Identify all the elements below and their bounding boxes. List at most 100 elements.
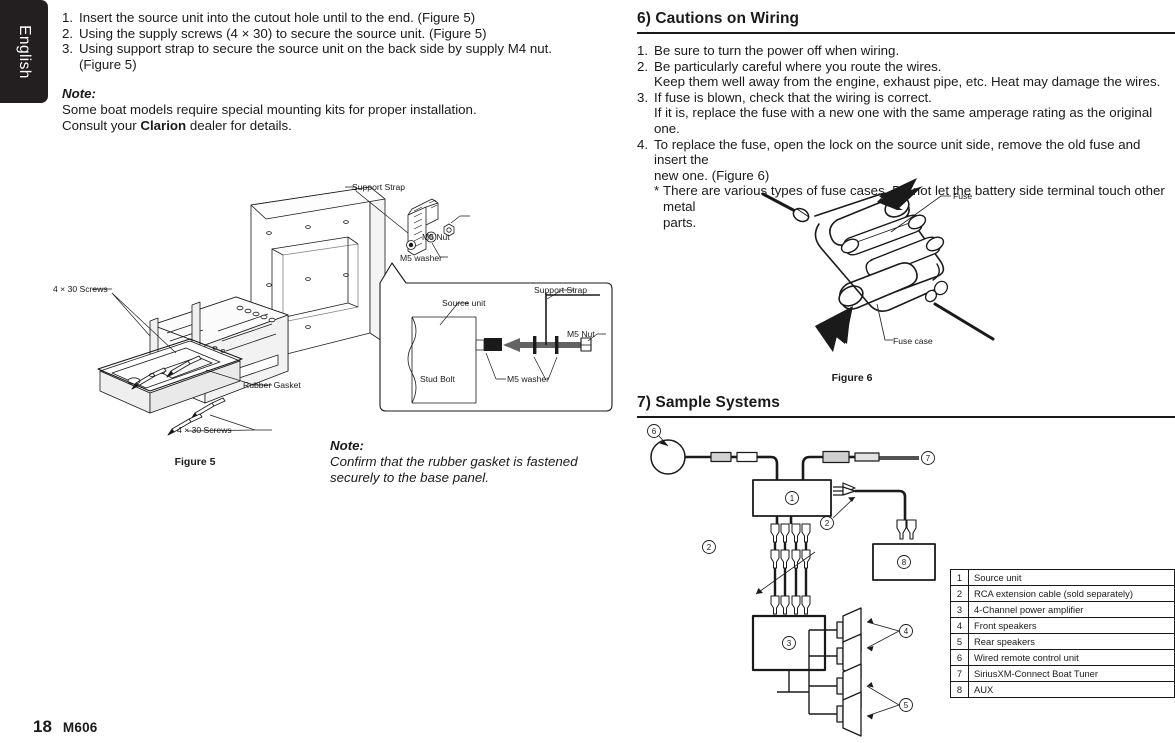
svg-text:4: 4 — [904, 627, 909, 636]
cautions-list: 1. Be sure to turn the power off when wi… — [637, 43, 1175, 74]
part-name: RCA extension cable (sold separately) — [968, 585, 1175, 602]
svg-text:2: 2 — [825, 519, 830, 528]
figure5-label-m5-washer-top: M5 washer — [400, 253, 443, 263]
step-text: Insert the source unit into the cutout h… — [79, 10, 476, 25]
left-column: 1. Insert the source unit into the cutou… — [62, 10, 607, 134]
figure6-label-fuse: Fuse — [953, 191, 973, 201]
mounting-note-line-2: Consult your Clarion dealer for details. — [62, 118, 607, 134]
figure5-label-m5-nut-top: M5 Nut — [422, 232, 450, 242]
part-name: Front speakers — [968, 617, 1175, 634]
callout-6: 6 — [647, 424, 661, 438]
part-index: 3 — [950, 601, 969, 618]
figure5-label-support-strap-top: Support Strap — [352, 182, 406, 192]
cautions-list-cont: 3. If fuse is blown, check that the wiri… — [637, 90, 1175, 106]
svg-text:3: 3 — [787, 639, 792, 648]
gasket-note-heading: Note: — [330, 438, 364, 453]
page-footer: 18 M606 — [33, 717, 98, 737]
step-3-continuation: (Figure 5) — [79, 56, 137, 72]
parts-legend-table: 1 Source unit 2 RCA extension cable (sol… — [950, 569, 1175, 698]
caution-4-continuation: new one. (Figure 6) — [654, 167, 770, 183]
installation-steps-list: 1. Insert the source unit into the cutou… — [62, 10, 607, 57]
figure-5-diagram: Support Strap M5 Nut M5 washer 4 × 30 Sc… — [40, 175, 630, 475]
figure5-label-source-unit: Source unit — [442, 298, 486, 308]
page-number: 18 — [33, 717, 52, 736]
language-tab: English — [0, 0, 48, 103]
list-item: 3. If fuse is blown, check that the wiri… — [637, 90, 1175, 106]
caution-text: Be particularly careful where you route … — [654, 58, 942, 74]
list-item: 3. Using support strap to secure the sou… — [62, 41, 607, 57]
table-row: 5 Rear speakers — [950, 633, 1175, 650]
caution-text: Be sure to turn the power off when wirin… — [654, 43, 900, 58]
caution-number: 3. — [637, 89, 649, 105]
step-number: 3. — [62, 41, 74, 57]
figure5-label-m5-washer-inset: M5 washer — [507, 374, 550, 384]
callout-3: 3 — [782, 636, 796, 650]
open-arrow-up — [877, 178, 923, 210]
step-text: Using the supply screws (4 × 30) to secu… — [79, 25, 487, 41]
language-tab-label: English — [16, 24, 33, 79]
right-column: 6) Cautions on Wiring 1. Be sure to turn… — [637, 10, 1175, 230]
list-item: 2. Be particularly careful where you rou… — [637, 59, 1175, 75]
figure5-label-screws-lower: 4 × 30 Screws — [177, 425, 232, 435]
part-name: SiriusXM-Connect Boat Tuner — [968, 665, 1175, 682]
part-name: 4-Channel power amplifier — [968, 601, 1175, 618]
table-row: 8 AUX — [950, 681, 1175, 698]
figure5-label-m5-nut-inset: M5 Nut — [567, 329, 595, 339]
model-number: M606 — [62, 720, 98, 735]
table-row: 2 RCA extension cable (sold separately) — [950, 585, 1175, 602]
open-arrow-down — [815, 306, 853, 352]
table-row: 3 4-Channel power amplifier — [950, 601, 1175, 618]
mounting-note-line-1: Some boat models require special mountin… — [62, 102, 477, 118]
section-7-rule — [637, 416, 1175, 418]
callout-1: 1 — [785, 491, 799, 505]
figure-6-caption: Figure 6 — [831, 372, 873, 384]
callout-8: 8 — [897, 555, 911, 569]
mounting-note-line-2-pre: Consult your — [62, 118, 141, 134]
caution-text: To replace the fuse, open the lock on th… — [654, 136, 1141, 168]
section-6-rule — [637, 32, 1175, 34]
cautions-list-cont-2: 4. To replace the fuse, open the lock on… — [637, 137, 1175, 168]
svg-text:2: 2 — [707, 543, 712, 552]
gasket-note: Note: Confirm that the rubber gasket is … — [330, 438, 610, 486]
step-number: 1. — [62, 10, 74, 25]
gasket-note-line-2: securely to the base panel. — [330, 470, 489, 485]
part-name: Wired remote control unit — [968, 649, 1175, 666]
part-index: 4 — [950, 617, 969, 634]
callout-2-preout: 2 — [702, 540, 716, 554]
callout-2-aux: 2 — [820, 516, 834, 530]
caution-4-footnote-continuation: parts. — [663, 215, 1175, 231]
part-index: 1 — [950, 569, 969, 586]
list-item: 1. Be sure to turn the power off when wi… — [637, 43, 1175, 59]
asterisk-marker: * — [654, 183, 660, 199]
figure5-label-screws-upper: 4 × 30 Screws — [53, 284, 108, 294]
table-row: 6 Wired remote control unit — [950, 649, 1175, 666]
table-row: 1 Source unit — [950, 569, 1175, 586]
caution-number: 1. — [637, 43, 649, 58]
figure6-label-fuse-case: Fuse case — [893, 336, 933, 346]
list-item: 1. Insert the source unit into the cutou… — [62, 10, 607, 26]
section-6-heading: 6) Cautions on Wiring — [637, 10, 800, 27]
part-index: 7 — [950, 665, 969, 682]
part-index: 5 — [950, 633, 969, 650]
figure-5-caption: Figure 5 — [174, 456, 216, 468]
caution-number: 2. — [637, 58, 649, 74]
gasket-note-line-1: Confirm that the rubber gasket is fasten… — [330, 454, 578, 469]
svg-text:1: 1 — [790, 494, 795, 503]
svg-text:6: 6 — [652, 427, 657, 436]
figure-6-diagram: Fuse Fuse case — [745, 176, 1045, 376]
sample-system-artwork: 6 7 1 2 8 2 3 — [647, 424, 936, 737]
caution-4-footnote-cont-text: parts. — [663, 214, 697, 230]
caution-3-continuation: If it is, replace the fuse with a new on… — [654, 105, 1153, 136]
callout-4: 4 — [899, 624, 913, 638]
svg-text:5: 5 — [904, 701, 909, 710]
figure-5-artwork — [92, 186, 613, 436]
mounting-note-line-2-post: dealer for details. — [186, 118, 292, 134]
callout-5: 5 — [899, 698, 913, 712]
list-item: 4. To replace the fuse, open the lock on… — [637, 137, 1175, 168]
svg-text:8: 8 — [902, 558, 907, 567]
figure5-label-stud-bolt: Stud Bolt — [420, 374, 455, 384]
part-name: AUX — [968, 681, 1175, 698]
part-index: 2 — [950, 585, 969, 602]
list-item: 2. Using the supply screws (4 × 30) to s… — [62, 26, 607, 42]
table-row: 4 Front speakers — [950, 617, 1175, 634]
